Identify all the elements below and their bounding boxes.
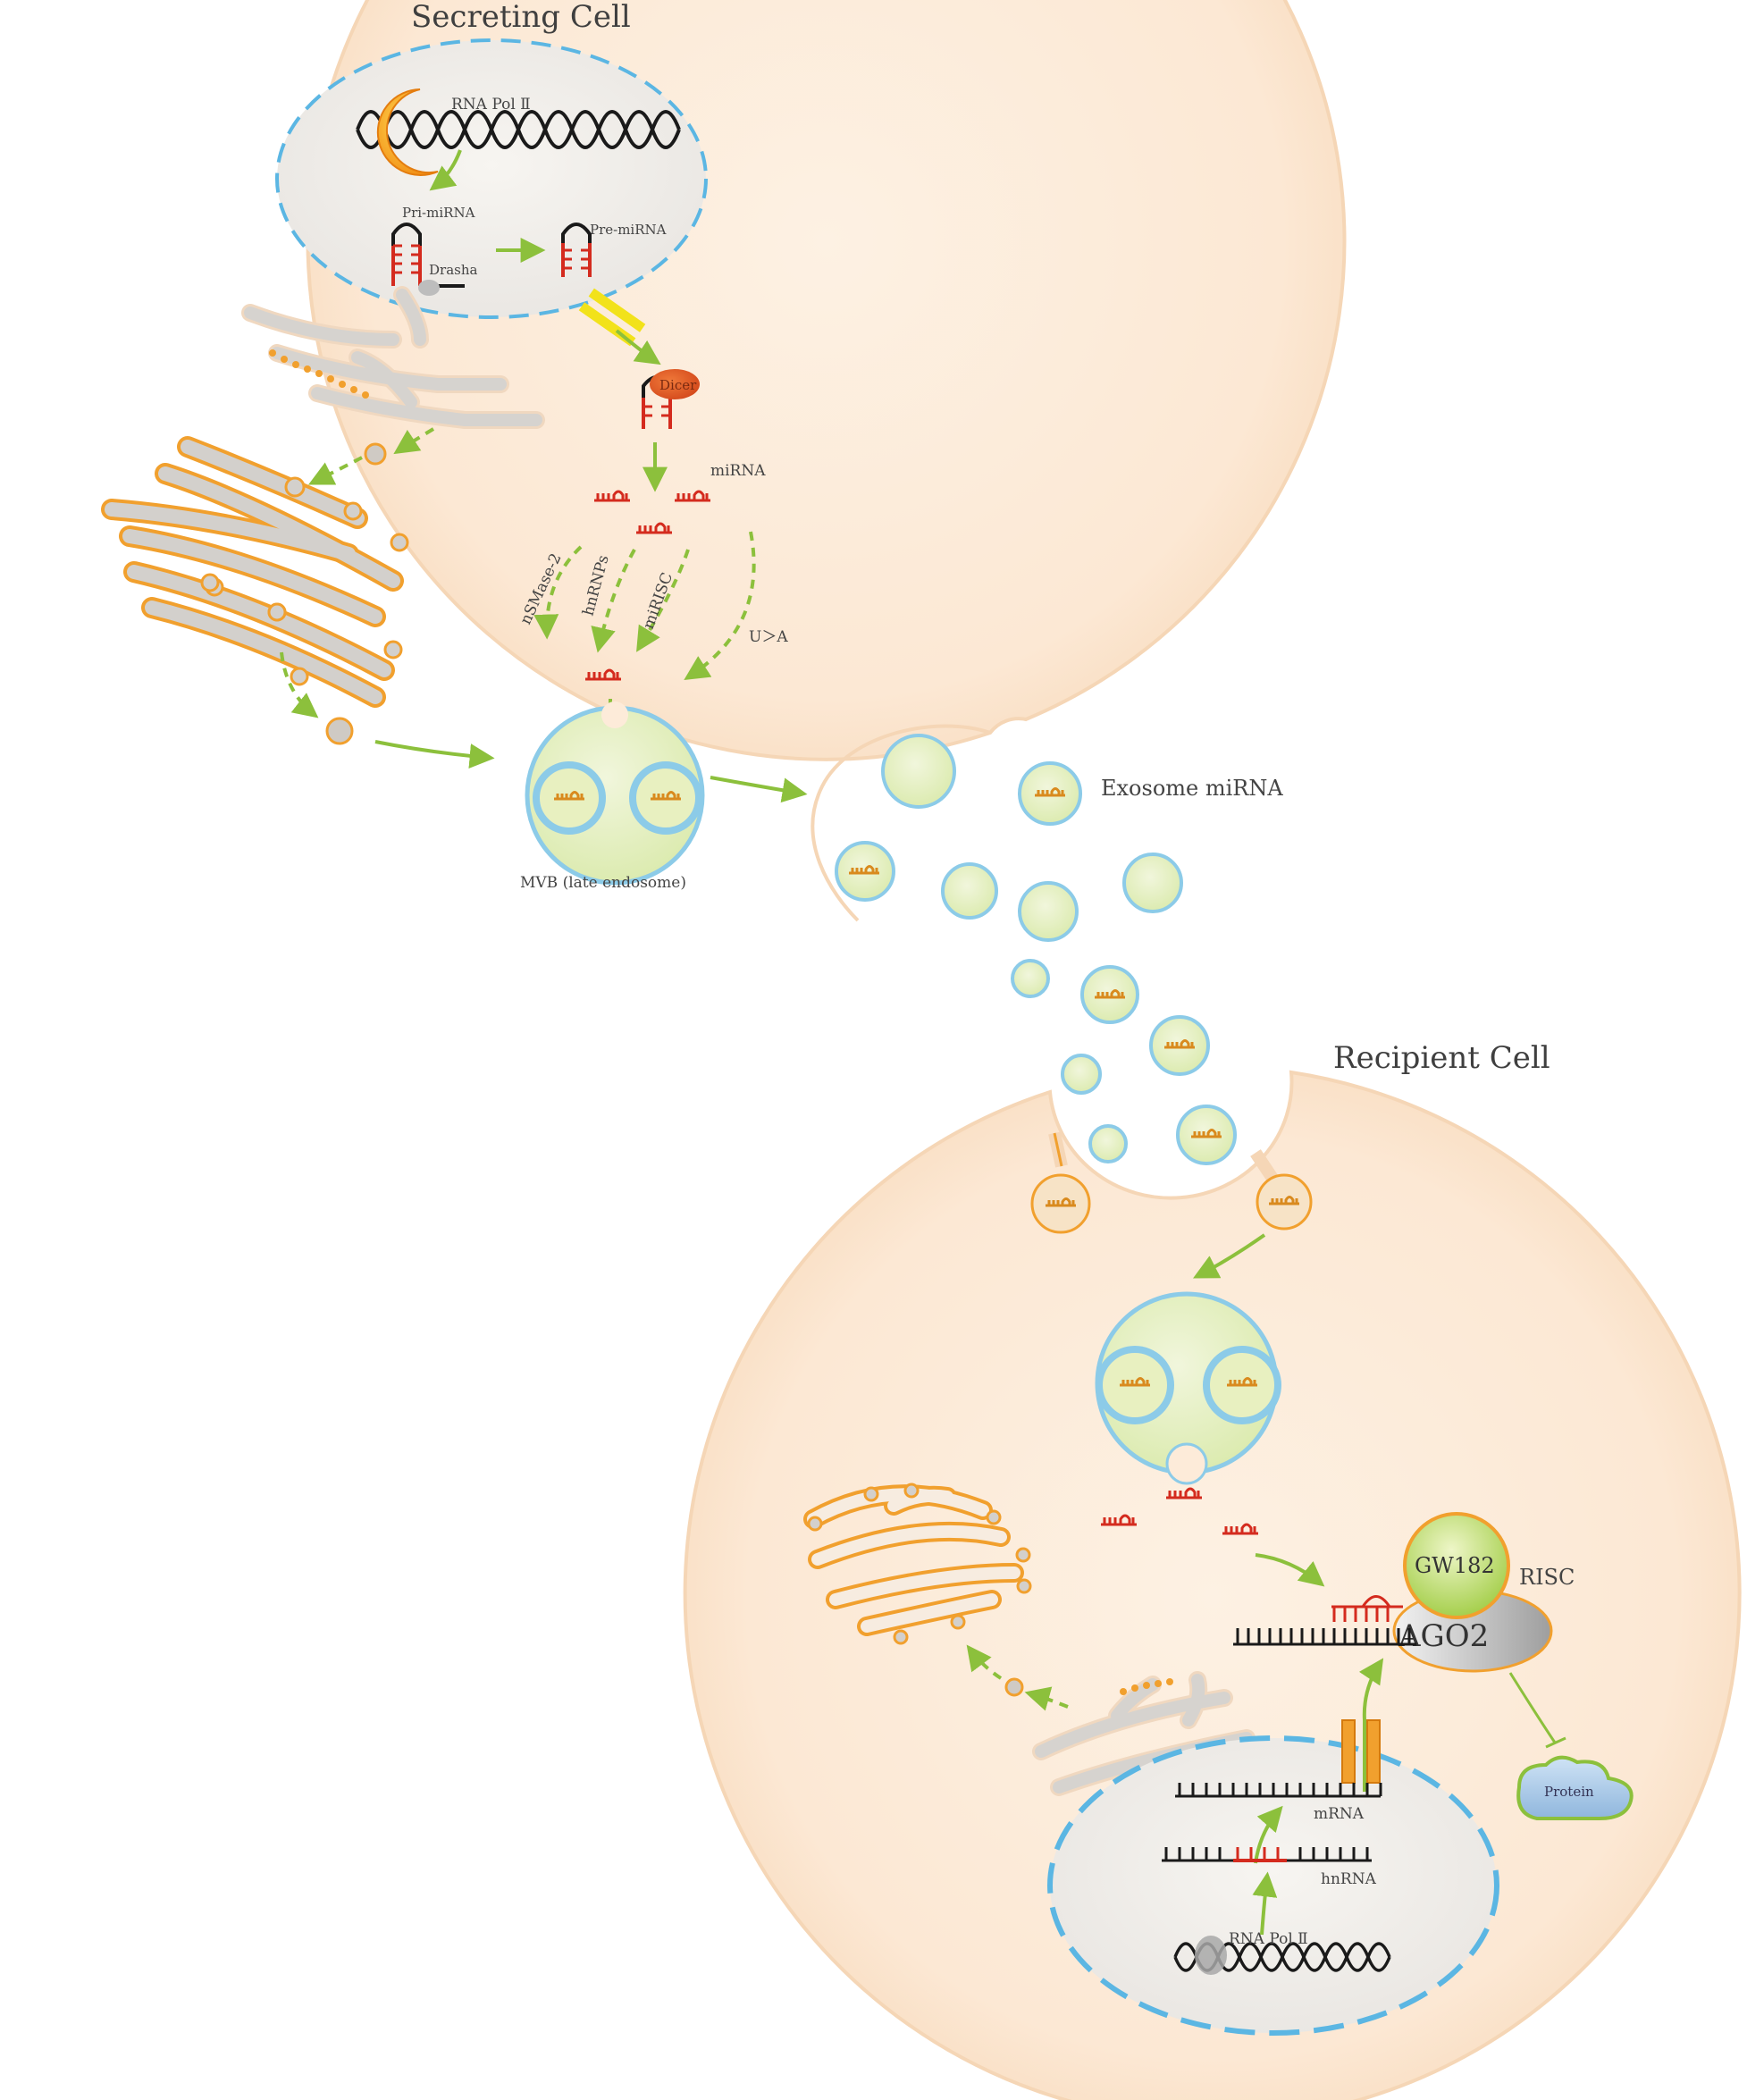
arrow-mirisc (636, 549, 690, 652)
arrow-pre-to-dicer (615, 329, 661, 365)
arrow-pol-to-pri (429, 149, 462, 191)
exosome-mirna-label: Exosome miRNA (1101, 776, 1283, 801)
mvb-late-endosome (525, 701, 705, 886)
endocytic-bud-right (1250, 1149, 1313, 1231)
hnrna-label: hnRNA (1321, 1870, 1377, 1888)
gw182-protein (1403, 1512, 1510, 1619)
transport-vesicle-2 (325, 717, 354, 745)
ribosomes-secreting (269, 349, 369, 399)
arrow-er-to-golgi (393, 427, 435, 455)
arrow-hnrnps (591, 549, 636, 653)
transport-vesicle-3 (1004, 1677, 1024, 1697)
secreting-er-core (244, 289, 542, 426)
mrna-label: mRNA (1314, 1805, 1365, 1823)
recipient-rna-pol-enzyme (1195, 1936, 1227, 1975)
exosomes (835, 734, 1237, 1165)
arrow-mvb-to-exosomes (710, 776, 808, 803)
exosome (1122, 853, 1183, 913)
mirna-label: miRNA (710, 462, 766, 480)
u-to-a-label: U＞A (749, 628, 788, 646)
recipient-endosome (1095, 1291, 1281, 1485)
recipient-cell-title: Recipient Cell (1333, 1040, 1550, 1076)
pre-mirna-label: Pre-miRNA (590, 222, 667, 238)
arrow-golgi-out (280, 651, 319, 718)
exosome (1176, 1105, 1237, 1165)
pre-mirna-hairpin (561, 223, 592, 277)
exosome (1080, 965, 1139, 1024)
arrow-bud-to-endosome (1193, 1233, 1266, 1279)
rna-pol-label: RNA Pol Ⅱ (451, 96, 531, 113)
arrow-nsmase2 (533, 545, 583, 640)
target-mrna-duplex (1233, 1595, 1416, 1646)
pri-mirna-hairpin (391, 223, 465, 296)
protein-blob (1516, 1755, 1634, 1820)
arrow-dna-to-hnrna (1252, 1871, 1278, 1936)
gw182-label: GW182 (1415, 1553, 1495, 1578)
inhibition-line (1508, 1672, 1557, 1743)
arrow-vesicle-to-mvb (374, 740, 495, 769)
arrow-vesicle-to-golgi (307, 456, 363, 485)
protein-label: Protein (1544, 1784, 1594, 1800)
exosome (1018, 881, 1079, 942)
arrow-er-to-golgi-recipient (1024, 1686, 1069, 1711)
golgi-vesicles-recipient (807, 1483, 1032, 1645)
exosome (1149, 1015, 1210, 1076)
secreting-golgi (101, 436, 404, 708)
arrow-vesicle-to-golgi-recipient (966, 1644, 1003, 1680)
budding-pocket (811, 724, 991, 922)
dicer-complex (642, 369, 700, 429)
recipient-rna-pol-label: RNA Pol Ⅱ (1229, 1930, 1308, 1948)
recipient-nucleus (1047, 1735, 1499, 2036)
inhibition-bar (1545, 1736, 1566, 1749)
exosome (881, 734, 956, 809)
exosome (1011, 959, 1050, 998)
drasha-label: Drasha (429, 262, 477, 278)
arrow-mirna-to-risc (1255, 1553, 1325, 1587)
exosome (1018, 761, 1082, 826)
pri-mirna-label: Pri-miRNA (402, 205, 475, 221)
transport-vesicle-1 (364, 442, 387, 466)
arrow-u-to-a (684, 531, 756, 681)
arrow-mrna-export (1358, 1658, 1384, 1792)
exosome (941, 862, 998, 920)
risc-label: RISC (1519, 1565, 1575, 1590)
ago2-label: AGO2 (1398, 1618, 1489, 1654)
ribosomes-recipient (1120, 1678, 1173, 1695)
secreting-nucleus (275, 38, 708, 319)
dna-helix (356, 110, 681, 149)
recipient-golgi (803, 1484, 1024, 1636)
arrow-hnrna-to-mrna (1254, 1805, 1283, 1864)
mvb-label: MVB (late endosome) (520, 874, 686, 892)
golgi-vesicles-secreting (200, 476, 409, 686)
nuclear-pore (1341, 1719, 1381, 1784)
endocytic-bud-left (1030, 1131, 1091, 1234)
exosome (1088, 1124, 1128, 1163)
dicer-label: Dicer (659, 377, 697, 393)
exosome (1061, 1054, 1102, 1095)
hnrna (1162, 1847, 1372, 1862)
secreting-cell-title: Secreting Cell (411, 0, 631, 35)
nuclear-mrna (1175, 1783, 1382, 1798)
